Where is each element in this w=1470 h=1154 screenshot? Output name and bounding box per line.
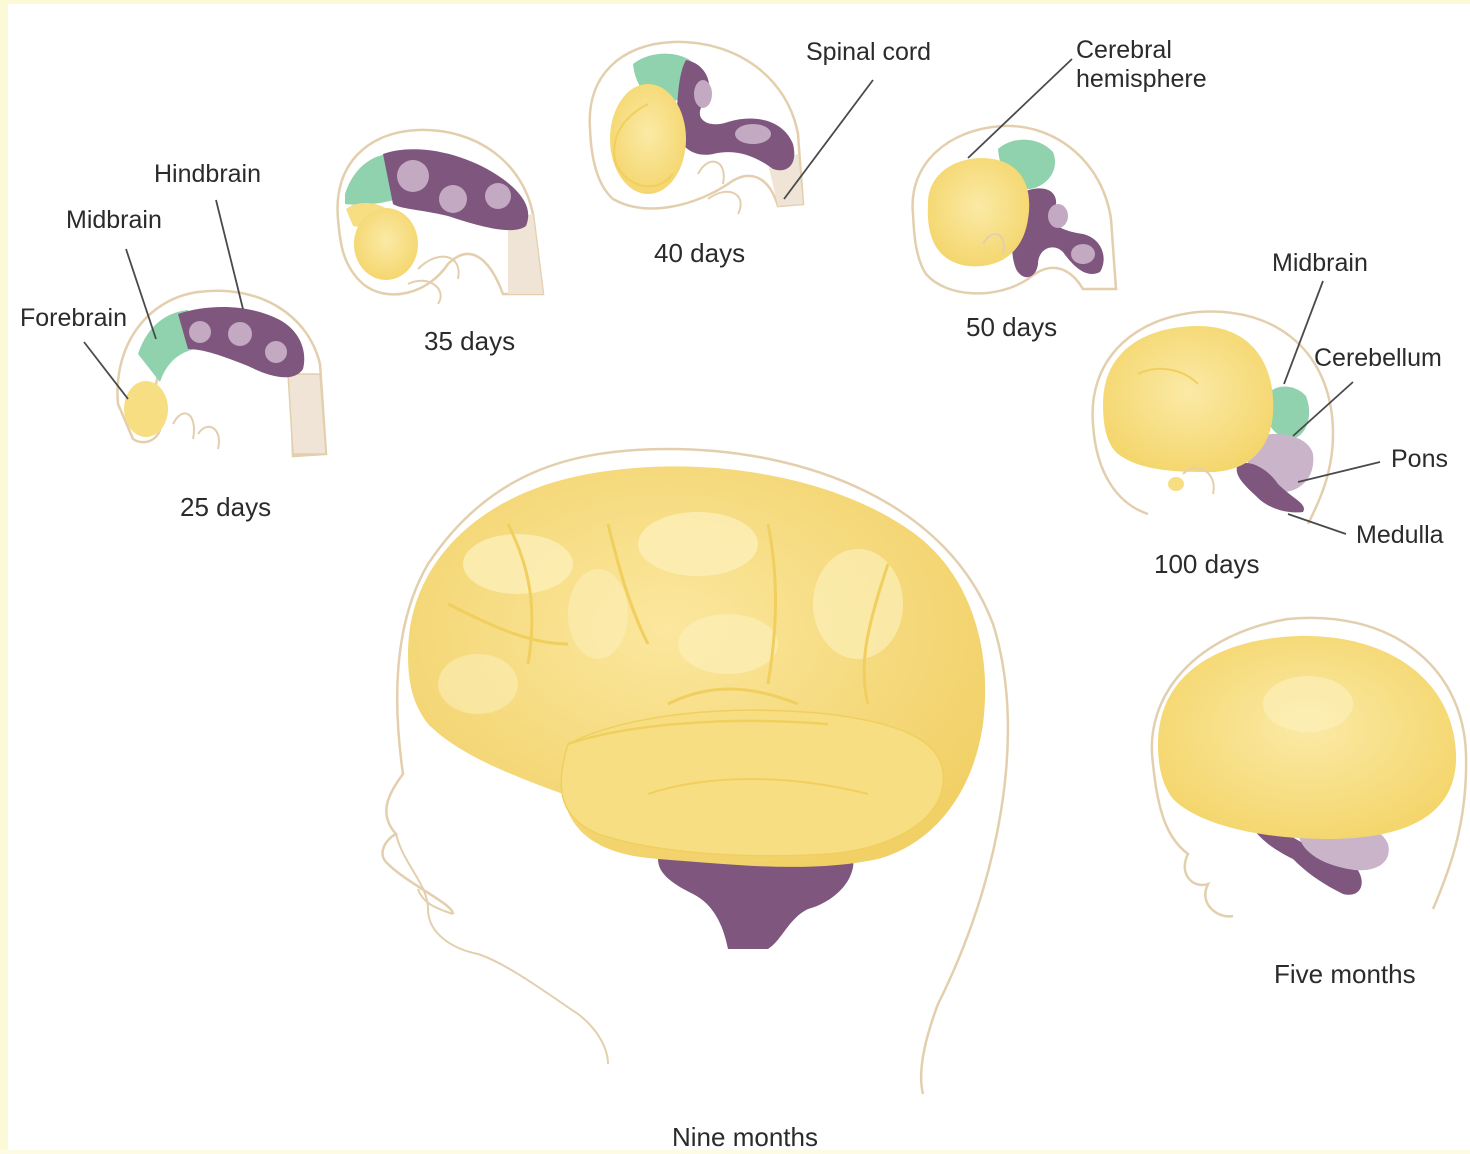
label-midbrain-100-days: Midbrain <box>1272 249 1368 278</box>
embryo-35-days <box>338 130 543 304</box>
fetus-five-months <box>1152 618 1466 917</box>
label-hindbrain: Hindbrain <box>154 160 261 189</box>
label-medulla: Medulla <box>1356 521 1444 550</box>
fetus-100-days <box>1093 281 1380 534</box>
caption-100-days: 100 days <box>1154 549 1260 580</box>
label-spinal-cord: Spinal cord <box>806 38 931 67</box>
embryo-40-days <box>590 42 873 214</box>
caption-40-days: 40 days <box>654 238 745 269</box>
caption-five-months: Five months <box>1274 959 1416 990</box>
label-cerebral-hemisphere-line2: hemisphere <box>1076 65 1207 94</box>
label-forebrain: Forebrain <box>20 304 127 333</box>
caption-nine-months: Nine months <box>672 1122 818 1153</box>
label-cerebral-hemisphere-line1: Cerebral <box>1076 36 1207 65</box>
embryo-50-days <box>913 59 1116 293</box>
label-cerebellum: Cerebellum <box>1314 344 1442 373</box>
infant-nine-months <box>383 449 1008 1094</box>
label-cerebral-hemisphere: Cerebral hemisphere <box>1076 36 1207 94</box>
caption-50-days: 50 days <box>966 312 1057 343</box>
caption-25-days: 25 days <box>180 492 271 523</box>
label-pons: Pons <box>1391 445 1448 474</box>
label-midbrain-25-days: Midbrain <box>66 206 162 235</box>
caption-35-days: 35 days <box>424 326 515 357</box>
